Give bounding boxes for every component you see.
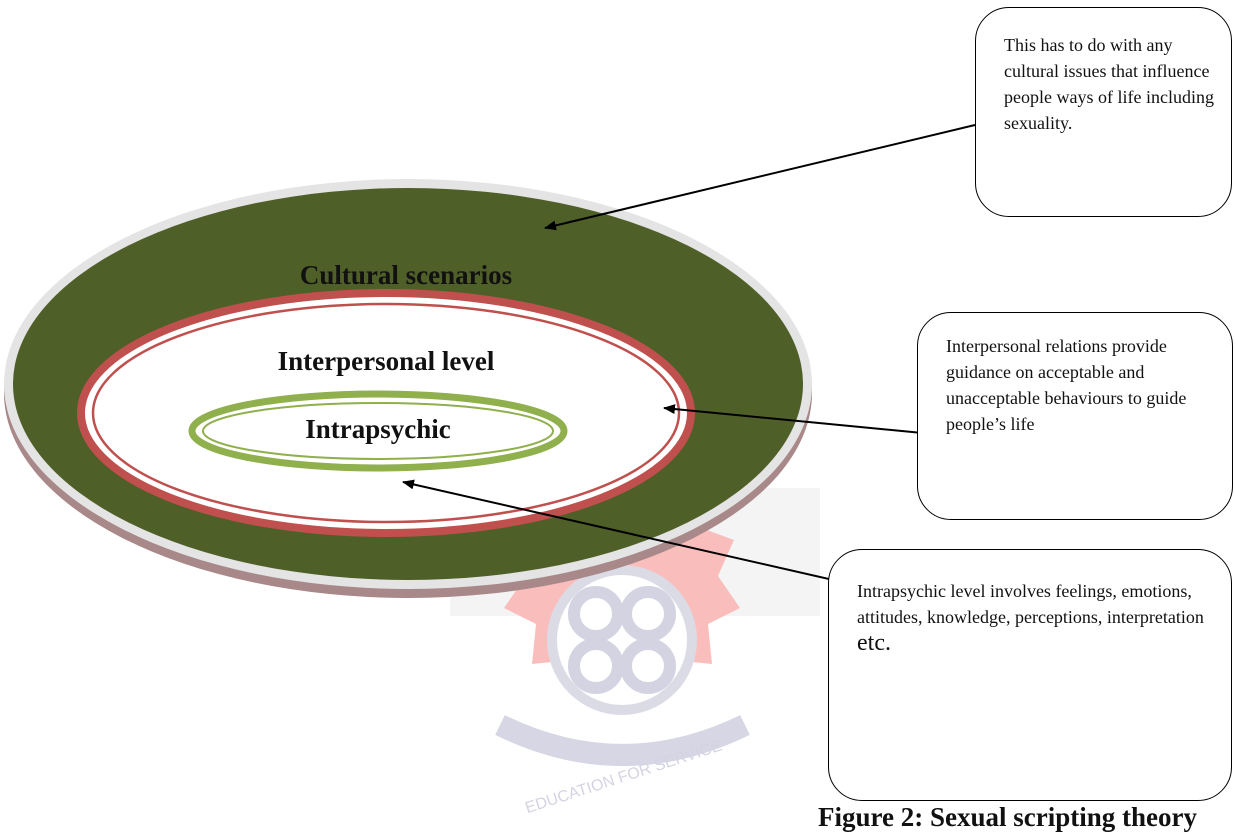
intrapsychic-inner-line	[202, 402, 554, 460]
arrow-intrapsychic	[402, 479, 865, 588]
intrapsychic-callout-text: Intrapsychic level involves feelings, em…	[857, 581, 1204, 627]
watermark-knot-4	[620, 638, 676, 694]
watermark-seal: EDUCATION FOR SERVICE	[450, 468, 820, 817]
interpersonal-callout: Interpersonal relations provide guidance…	[917, 312, 1233, 520]
cultural-callout: This has to do with any cultural issues …	[975, 7, 1232, 217]
interpersonal-inner-line	[91, 302, 681, 524]
interpersonal-level-label: Interpersonal level	[277, 346, 495, 376]
watermark-knot-1	[568, 586, 624, 642]
intrapsychic-label: Intrapsychic	[305, 414, 451, 444]
watermark-knot-3	[568, 638, 624, 694]
watermark-emblem	[547, 565, 697, 715]
cultural-callout-text: This has to do with any cultural issues …	[1004, 35, 1214, 133]
watermark-ribbon	[495, 715, 750, 766]
watermark-knot-2	[620, 586, 676, 642]
arrow-cultural	[544, 124, 976, 231]
cultural-scenarios-label: Cultural scenarios	[299, 260, 513, 290]
intrapsychic-callout: Intrapsychic level involves feelings, em…	[828, 549, 1232, 801]
interpersonal-callout-text: Interpersonal relations provide guidance…	[946, 336, 1187, 434]
figure-caption: Figure 2: Sexual scripting theory	[818, 802, 1197, 832]
intrapsychic-callout-etc: etc.	[857, 630, 891, 656]
arrow-interpersonal	[663, 404, 944, 436]
intrapsychic-ring	[188, 390, 568, 472]
